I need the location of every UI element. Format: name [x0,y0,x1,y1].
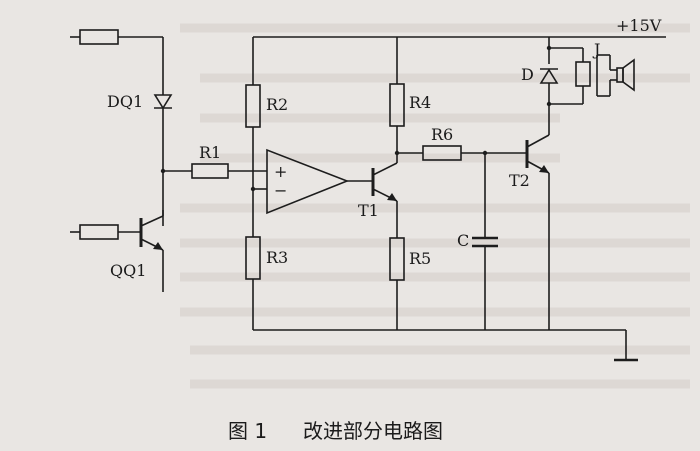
op-amp [266,148,350,215]
label-dq1: DQ1 [107,92,143,111]
resistor-qq1-base [79,224,119,240]
label-r4: R4 [409,93,431,112]
label-op-plus: + [274,162,287,181]
diode-dq1 [153,94,173,110]
figure-number: 图 1 [228,419,267,443]
transistor-qq1 [139,215,164,251]
label-t1: T1 [358,201,379,220]
resistor-r1 [191,163,229,179]
label-r3: R3 [266,248,288,267]
label-r2: R2 [266,95,288,114]
label-t2: T2 [509,171,530,190]
resistor-input-top [79,29,119,45]
transistor-t1 [371,162,398,202]
speaker-icon [616,58,635,92]
label-j: J [592,40,600,59]
label-c: C [457,231,469,250]
label-supply: +15V [616,16,662,35]
label-d: D [521,65,534,84]
label-r6: R6 [431,125,453,144]
figure-title: 改进部分电路图 [303,419,443,443]
transistor-t2 [525,134,550,174]
label-op-minus: − [274,181,287,200]
label-qq1: QQ1 [110,261,146,280]
label-r5: R5 [409,249,431,268]
label-r1: R1 [199,143,221,162]
